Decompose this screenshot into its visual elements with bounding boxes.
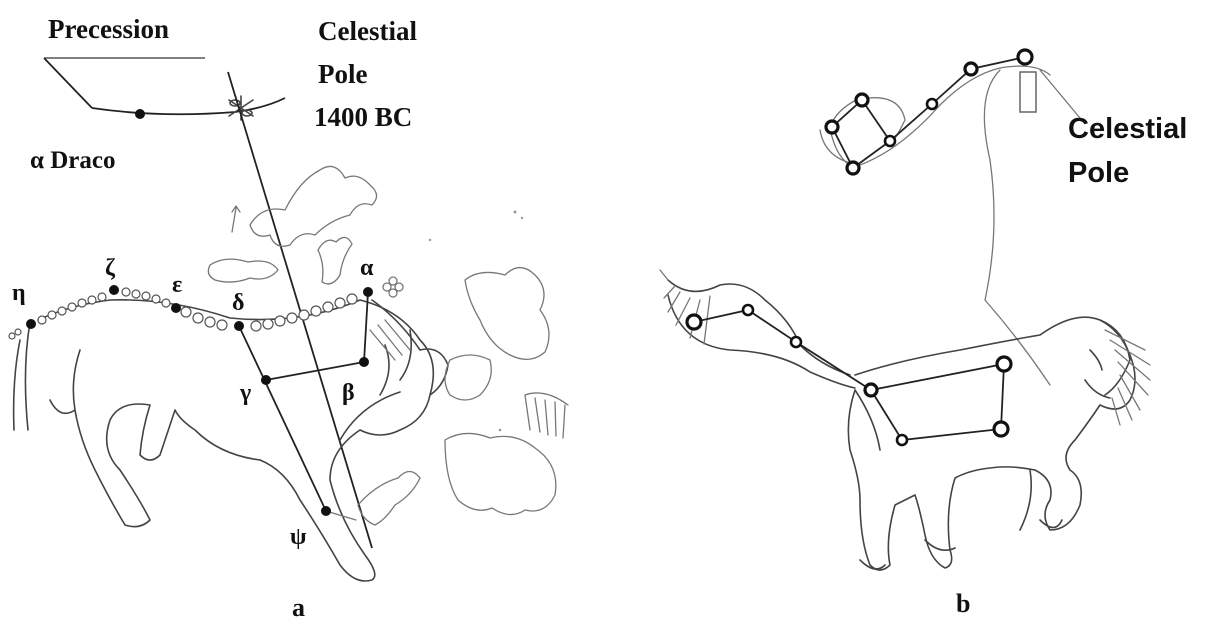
star-b-tail-3 (791, 337, 801, 347)
panel-b-label: b (956, 589, 970, 618)
star-b-body-2 (997, 357, 1011, 371)
star-gamma (261, 375, 271, 385)
speckle-dot (499, 429, 502, 432)
star-delta (234, 321, 244, 331)
alpha-flower-marker (383, 277, 403, 297)
horse-b-body (848, 317, 1135, 570)
horse-a-mane (370, 320, 410, 360)
horse-a-outline (14, 300, 434, 581)
panel-b: Celestial Pole b (660, 50, 1187, 618)
back-beads (9, 288, 357, 339)
star-label-psi: ψ (290, 524, 307, 550)
star-b-draco-7 (1018, 50, 1032, 64)
star-b-draco-1 (856, 94, 868, 106)
rock-art-figure-5 (445, 355, 491, 400)
celestial-pole-1400bc-line2: Pole (318, 59, 367, 89)
rock-art-figure-3 (318, 237, 352, 283)
star-label-epsilon: ε (172, 272, 182, 298)
celestial-pole-1400bc-line1: Celestial (318, 16, 417, 46)
precession-arc (92, 98, 285, 114)
rock-art-figure-2 (208, 259, 278, 282)
celestial-pole-1400bc-line3: 1400 BC (314, 102, 412, 132)
rock-art-figure-4 (465, 268, 549, 360)
small-arrow (232, 206, 240, 232)
panel-a-label: a (292, 593, 305, 622)
celestial-pole-b-line1: Celestial (1068, 113, 1187, 145)
star-b-draco-5 (927, 99, 937, 109)
star-beta (359, 357, 369, 367)
speckle-dot (429, 239, 431, 241)
horse-b-tail (668, 280, 855, 388)
beta-alpha-line (364, 292, 368, 362)
star-label-delta: δ (232, 290, 244, 316)
star-zeta (109, 285, 119, 295)
speckle-dot (521, 217, 523, 219)
star-alpha (363, 287, 373, 297)
pole-meridian-line (228, 72, 372, 548)
star-psi (321, 506, 331, 516)
star-epsilon (171, 303, 181, 313)
precession-pointer-line (44, 58, 92, 108)
star-label-gamma: γ (239, 380, 251, 406)
rock-art-figure-7 (445, 433, 556, 514)
star-b-draco-6 (965, 63, 977, 75)
star-label-zeta: ζ (105, 255, 116, 281)
star-eta (26, 319, 36, 329)
star-b-draco-3 (847, 162, 859, 174)
star-b-tail-2 (743, 305, 753, 315)
panel-a: Precession α Draco Celestial Pole 1400 B… (9, 14, 568, 622)
gamma-beta-line (266, 362, 364, 380)
precession-label: Precession (48, 14, 169, 44)
star-b-draco-2 (826, 121, 838, 133)
speckle-dot (514, 211, 517, 214)
star-b-body-1 (865, 384, 877, 396)
rock-art-figure-6 (525, 393, 568, 438)
rock-art-figure-8 (358, 472, 420, 526)
horse-b-mane (1105, 330, 1150, 425)
star-b-body-4 (897, 435, 907, 445)
horse-b-tail-hair (660, 270, 710, 344)
alpha-draco-star (135, 109, 145, 119)
star-b-draco-4 (885, 136, 895, 146)
horse-a-head (340, 300, 448, 440)
celestial-pole-b-line2: Pole (1068, 157, 1129, 189)
star-label-eta: η (12, 280, 26, 306)
alpha-draco-label: α Draco (30, 147, 115, 174)
draco-tail-curve (820, 66, 1080, 385)
star-label-beta: β (342, 380, 355, 406)
star-b-tail-1 (687, 315, 701, 329)
pole-post (1020, 72, 1036, 112)
star-b-body-3 (994, 422, 1008, 436)
star-label-alpha: α (360, 255, 374, 281)
